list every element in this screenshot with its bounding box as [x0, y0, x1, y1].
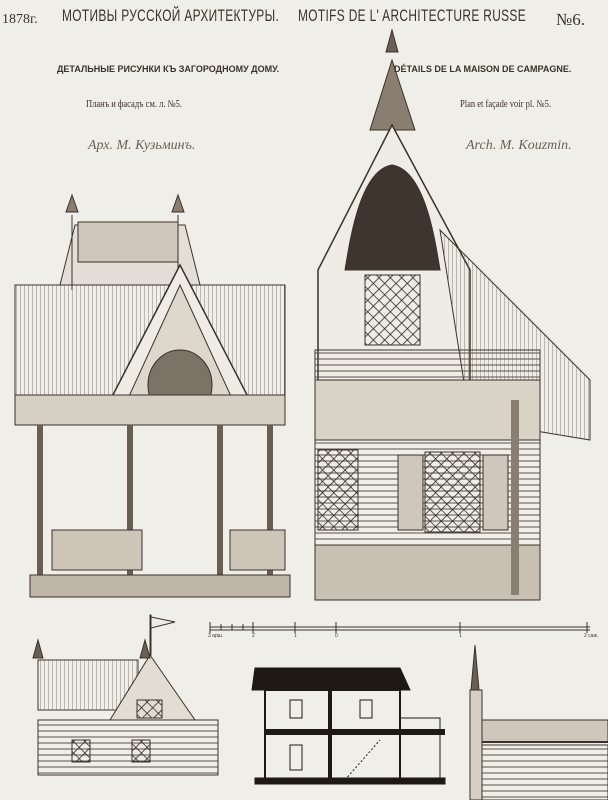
reference-ru: Планъ и фасадъ см. л. №5. — [86, 99, 183, 110]
house-section — [251, 667, 446, 785]
title-ru: МОТИВЫ РУССКОЙ АРХИТЕКТУРЫ. — [62, 6, 280, 25]
year: 1878г. — [2, 12, 38, 27]
small-house-elevation — [32, 614, 219, 776]
subtitle-fr: DÉTAILS DE LA MAISON DE CAMPAGNE. — [394, 64, 572, 74]
subtitle-ru: ДЕТАЛЬНЫЕ РИСУНКИ КЪ ЗАГОРОДНОМУ ДОМУ. — [57, 64, 280, 74]
scale-bar — [209, 622, 590, 633]
scale-label-4: 1 — [459, 633, 462, 639]
scale-label-5: 2 саж. — [584, 633, 599, 639]
scale-label-2: 1 — [294, 633, 297, 639]
reference-fr: Plan et façade voir pl. №5. — [460, 99, 551, 110]
plate-number: №6. — [556, 10, 585, 29]
ornament-detail — [469, 644, 608, 800]
architect-fr: Arch. M. Kouzmin. — [466, 138, 572, 153]
architect-ru: Арх. М. Кузьминъ. — [88, 138, 196, 153]
porch-elevation-left — [14, 193, 291, 598]
scale-label-1: 2 — [252, 633, 255, 639]
scale-label-3: 0 — [335, 633, 338, 639]
scale-label-0: 3 арш. — [208, 633, 224, 639]
title-fr: MOTIFS DE L' ARCHITECTURE RUSSE — [298, 6, 527, 25]
house-facade-right — [314, 28, 591, 601]
